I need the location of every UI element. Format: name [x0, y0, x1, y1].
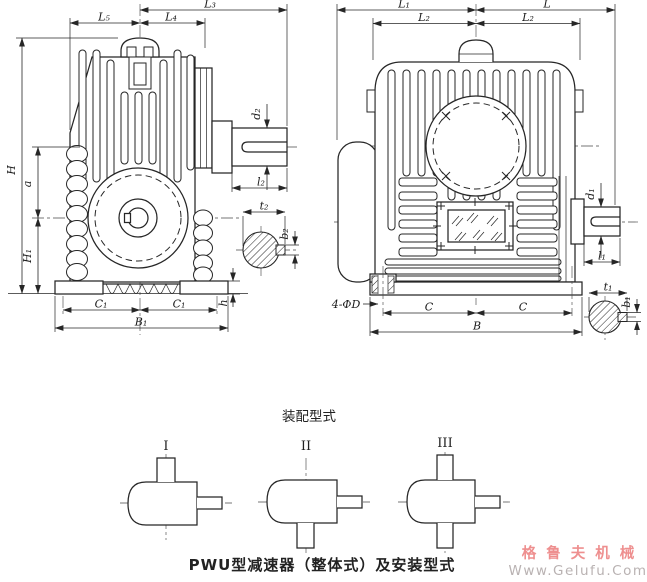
- cross-mark: [441, 171, 451, 181]
- dim-label-L5: L₅: [97, 11, 110, 24]
- side-flange-plate: [194, 67, 213, 169]
- wheel-end-cover: [87, 167, 189, 269]
- dim-label-l2: l₂: [257, 176, 265, 189]
- inspection-window: [433, 198, 517, 254]
- assembly-type-3-label: III: [437, 436, 452, 451]
- dim-label-d1: d₁: [584, 188, 597, 199]
- assembly-types-heading: 装配型式: [282, 409, 336, 425]
- output-shaft: [570, 198, 621, 245]
- assembly-type-2: II: [258, 439, 370, 553]
- dim-label-l1: l₁: [598, 250, 606, 263]
- shaft-keyway: [241, 141, 287, 153]
- input-shaft-key-section: t₂ b₂: [236, 200, 299, 276]
- assembly-type-2-label: II: [301, 439, 311, 454]
- breather-cap: [120, 37, 160, 90]
- dim-label-L4: L₄: [164, 11, 177, 24]
- bore-keyway: [123, 212, 132, 224]
- dim-label-L2-right: L₂: [521, 11, 534, 24]
- assembly-types-section: 装配型式 I II III: [120, 409, 510, 553]
- dim-label-H1: H₁: [21, 249, 34, 264]
- front-base: [54, 280, 229, 295]
- dim-label-C1-right: C₁: [173, 298, 186, 311]
- side-breather-cap: [458, 39, 494, 62]
- worm-teeth: [105, 283, 179, 294]
- dim-label-C-right: C: [519, 301, 528, 314]
- output-shaft-key-section: t₁ b₁: [584, 281, 641, 340]
- dim-label-B: B: [472, 320, 481, 333]
- input-shaft: [211, 120, 288, 174]
- front-view-drawing: L₃ L₅ L₄ H a H₁ d₂ l₂ C₁: [5, 0, 300, 335]
- dim-label-B1: B₁: [134, 316, 148, 329]
- dim-label-t2: t₂: [260, 200, 269, 213]
- dim-label-b1: b₁: [620, 296, 633, 307]
- assembly-type-1-label: I: [163, 439, 168, 454]
- cross-mark: [441, 111, 451, 121]
- dim-label-bolt-holes: 4-ΦD: [331, 298, 361, 311]
- front-view-dimensions: L₃ L₅ L₄ H a H₁ d₂ l₂ C₁: [5, 0, 288, 332]
- dim-label-C1-left: C₁: [95, 298, 108, 311]
- window-bolt-marks: [433, 198, 517, 254]
- dim-label-L2-left: L₂: [417, 11, 430, 24]
- assembly-type-1: I: [120, 439, 232, 540]
- dim-label-t1: t₁: [604, 281, 613, 294]
- cross-mark: [501, 111, 511, 121]
- assembly-type-3: III: [398, 436, 510, 553]
- watermark-site: Www.Gelufu.Com: [509, 563, 647, 579]
- dim-label-h: h: [217, 299, 230, 306]
- side-view-dimensions: L₁ L L₂ L₂ d₁ l₁ 4-ΦD C C B: [331, 0, 621, 336]
- side-horizontal-fins: [384, 176, 567, 282]
- dim-label-H: H: [5, 165, 18, 176]
- dim-label-b2: b₂: [278, 228, 291, 239]
- dim-label-L3: L₃: [203, 0, 216, 11]
- dim-label-L: L: [542, 0, 550, 11]
- worm-coil-left: [66, 145, 88, 281]
- dim-label-a: a: [21, 181, 34, 188]
- worm-end-housing: [337, 141, 379, 283]
- drawing-caption: PWU型减速器（整体式）及安装型式: [189, 556, 456, 574]
- dim-label-d2: d₂: [250, 108, 263, 119]
- dim-label-L1: L₁: [397, 0, 410, 11]
- side-base: [369, 266, 583, 316]
- dim-label-C-left: C: [425, 301, 434, 314]
- sight-glass: [447, 209, 506, 243]
- watermark-brand: 格鲁夫机械: [522, 544, 645, 562]
- cross-mark: [501, 171, 511, 181]
- side-view-drawing: L₁ L L₂ L₂ d₁ l₁ 4-ΦD C C B: [331, 0, 641, 340]
- worm-wheel-outline: [425, 95, 527, 197]
- worm-coil-right: [193, 209, 213, 284]
- shaft-keyway: [590, 216, 620, 227]
